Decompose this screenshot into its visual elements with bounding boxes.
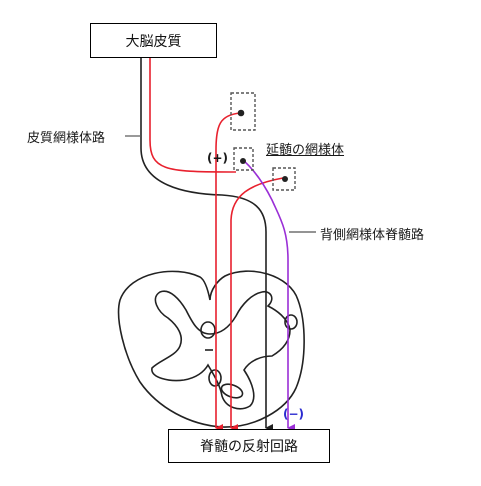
spinal-cord-outline xyxy=(117,270,305,428)
grey-matter-hole-left xyxy=(200,321,216,339)
lower-reticular-node-box xyxy=(272,167,296,191)
grey-matter-hole-right xyxy=(284,314,298,330)
ventral-horn-blob xyxy=(208,369,222,387)
cerebral-cortex-label: 大脳皮質 xyxy=(125,33,182,50)
spinal-reflex-circuit-box: 脊髄の反射回路 xyxy=(168,429,330,463)
plus-sign-label: (+) xyxy=(207,151,229,165)
red-line-upper-node xyxy=(215,112,241,432)
cerebral-cortex-box: 大脳皮質 xyxy=(90,23,217,58)
medullary-node xyxy=(240,158,246,164)
medullary-reticular-formation-label: 延髄の網様体 xyxy=(266,143,345,158)
red-line-lower-node xyxy=(230,177,284,432)
medullary-node-box xyxy=(233,147,254,171)
spinal-reflex-circuit-label: 脊髄の反射回路 xyxy=(200,439,298,455)
upper-reticular-node-box xyxy=(230,92,256,131)
cortex-red-line xyxy=(149,58,236,173)
lower-reticular-node xyxy=(282,176,288,182)
ventral-horn-oval xyxy=(220,383,244,399)
minus-sign-label: (−) xyxy=(283,407,305,421)
spinal-cord-section xyxy=(117,270,305,428)
upper-reticular-node xyxy=(237,109,245,117)
dorsal-reticulospinal-tract-label: 背側網様体脊髄路 xyxy=(320,228,425,243)
grey-matter-outline xyxy=(151,290,291,410)
cortico-reticular-tract-label: 皮質網様体路 xyxy=(27,131,106,146)
cortico-reticular-line xyxy=(140,58,273,432)
